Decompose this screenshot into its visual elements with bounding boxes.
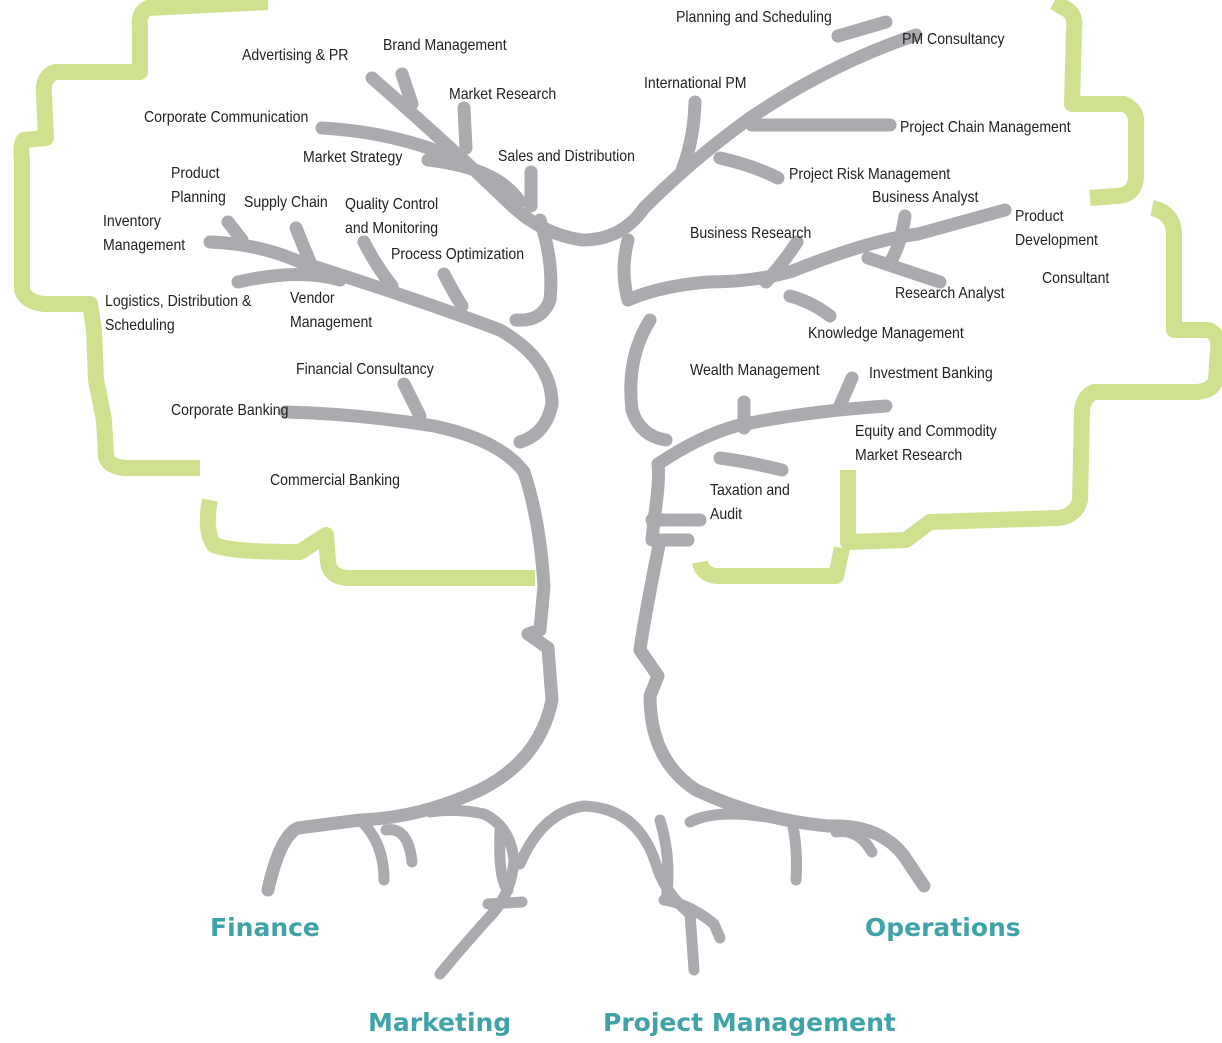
tree-crown-outline xyxy=(13,0,1222,586)
label-advertising-pr: Advertising & PR xyxy=(242,47,349,64)
label-process-optimization: Process Optimization xyxy=(391,246,525,263)
label-investment-banking: Investment Banking xyxy=(869,365,993,382)
label-market-strategy: Market Strategy xyxy=(303,149,403,166)
label-international-pm: International PM xyxy=(644,75,747,92)
label-quality-control: Quality Control and Monitoring xyxy=(345,196,439,237)
label-market-research: Market Research xyxy=(449,86,557,103)
label-product-planning: Product Planning xyxy=(171,165,226,206)
label-sales-and-distribution: Sales and Distribution xyxy=(498,148,635,165)
domain-project-management: Project Management xyxy=(603,1008,896,1037)
label-taxation-and-audit: Taxation and Audit xyxy=(710,482,790,523)
domain-marketing: Marketing xyxy=(368,1008,512,1037)
label-supply-chain: Supply Chain xyxy=(244,194,328,211)
label-financial-consultancy: Financial Consultancy xyxy=(296,361,434,378)
label-brand-management: Brand Management xyxy=(383,37,507,54)
label-project-risk-management: Project Risk Management xyxy=(789,166,951,183)
tree-branches xyxy=(203,15,1012,897)
label-vendor-management: Vendor Management xyxy=(290,290,373,331)
label-product-development: Product Development xyxy=(1015,208,1098,249)
label-equity-and-commodity: Equity and Commodity Market Research xyxy=(855,423,997,464)
label-corporate-communication: Corporate Communication xyxy=(144,109,309,126)
domain-finance: Finance xyxy=(210,913,320,942)
label-business-research: Business Research xyxy=(690,225,812,242)
label-pm-consultancy: PM Consultancy xyxy=(902,31,1005,48)
label-consultant: Consultant xyxy=(1042,270,1110,287)
tree-roots xyxy=(292,800,878,980)
label-business-analyst: Business Analyst xyxy=(872,189,979,206)
label-wealth-management: Wealth Management xyxy=(690,362,820,379)
label-corporate-banking: Corporate Banking xyxy=(171,402,289,419)
label-project-chain-management: Project Chain Management xyxy=(900,119,1071,136)
label-planning-and-scheduling: Planning and Scheduling xyxy=(676,9,832,26)
label-inventory-management: Inventory Management xyxy=(103,213,186,254)
label-research-analyst: Research Analyst xyxy=(895,285,1005,302)
label-commercial-banking: Commercial Banking xyxy=(270,472,400,489)
domain-operations: Operations xyxy=(865,913,1021,942)
label-logistics: Logistics, Distribution & Scheduling xyxy=(105,293,252,334)
label-knowledge-management: Knowledge Management xyxy=(808,325,964,342)
